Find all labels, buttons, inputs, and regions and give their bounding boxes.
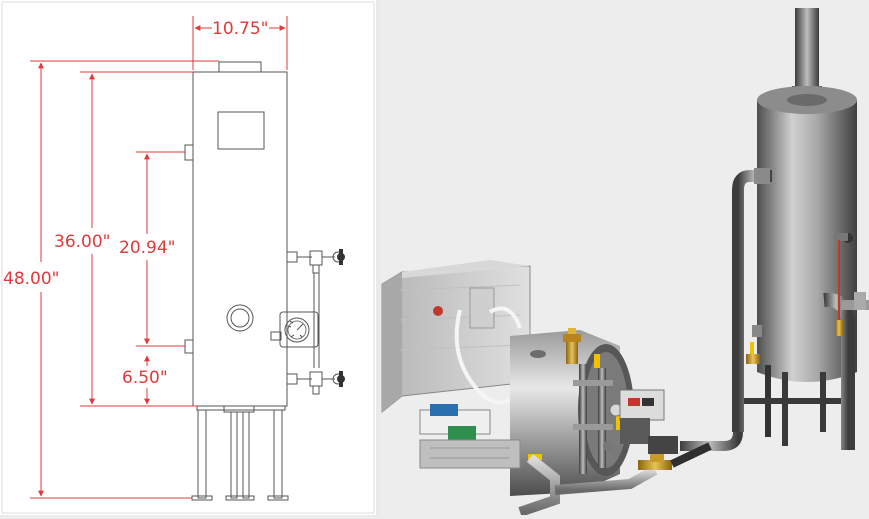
dim-shell-height-label: 36.00" [54,232,111,252]
panel-divider [376,0,380,515]
drawing-svg: 10.75" 48.00" 36.00" 20.94" 6.50" [1,1,375,514]
vertical-tank [743,8,869,450]
boiler-render [380,0,869,517]
tank-outline [184,61,289,501]
riser-pipe [680,168,772,451]
gauge-glass [286,250,344,395]
feed-piping [518,436,712,517]
dim-upper-span-label: 20.94" [119,238,176,258]
dim-width-label: 10.75" [212,19,269,39]
dimension-lines [30,16,288,499]
boiler-fittings [528,328,665,474]
dim-overall-height-label: 48.00" [3,269,60,289]
dim-lower-offset-label: 6.50" [122,368,168,388]
control-gauge [270,311,319,348]
render-svg [381,8,869,517]
feed-pump [419,404,521,469]
dimension-drawing: 10.75" 48.00" 36.00" 20.94" 6.50" [0,0,376,515]
